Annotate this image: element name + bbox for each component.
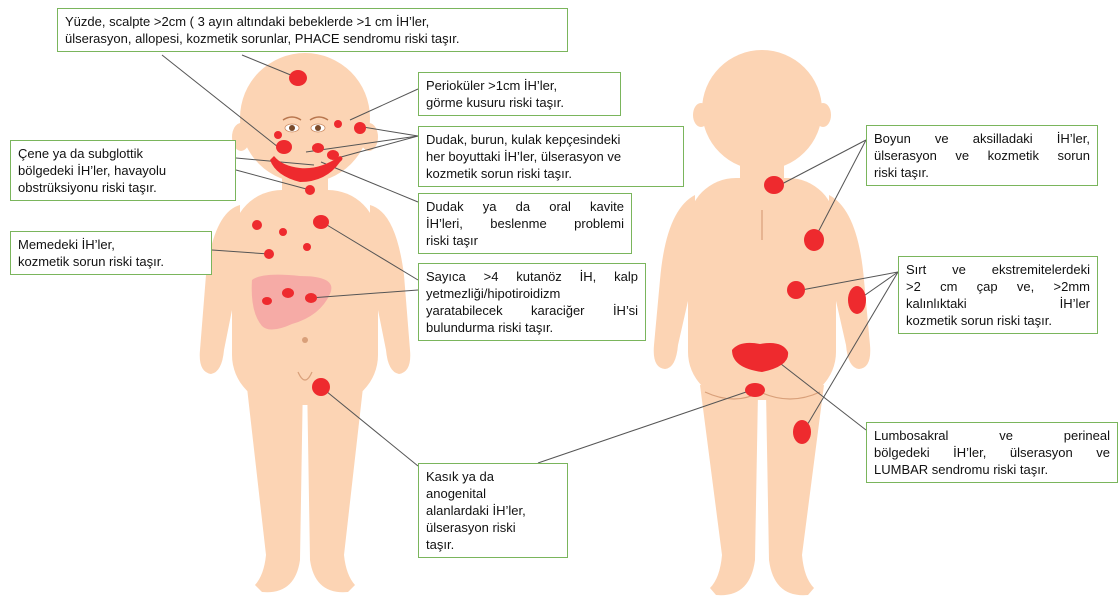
- callout-back-extremity: Sırt ve ekstremitelerdeki>2 cm çap ve, >…: [898, 256, 1098, 334]
- callout-line: Dudak, burun, kulak kepçesindeki: [426, 131, 676, 148]
- hemangioma-spot: [305, 293, 317, 303]
- callout-line: Sayıca >4 kutanöz İH, kalp: [426, 268, 638, 285]
- callout-line: Yüzde, scalpte >2cm ( 3 ayın altındaki b…: [65, 13, 560, 30]
- callout-line: İH’leri, beslenme problemi: [426, 215, 624, 232]
- callout-line: Dudak ya da oral kavite: [426, 198, 624, 215]
- callout-line: Çene ya da subglottik: [18, 145, 228, 162]
- callout-face-scalp: Yüzde, scalpte >2cm ( 3 ayın altındaki b…: [57, 8, 568, 52]
- hemangioma-spot: [279, 228, 287, 236]
- callout-line: riski taşır: [426, 232, 624, 249]
- back-child-figure: [654, 50, 871, 595]
- callout-line: yaratabilecek karaciğer İH’si: [426, 302, 638, 319]
- hemangioma-spot: [313, 215, 329, 229]
- callout-line: kozmetik sorun riski taşır.: [18, 253, 204, 270]
- callout-line: her boyuttaki İH’ler, ülserasyon ve: [426, 148, 676, 165]
- hemangioma-spot: [274, 131, 282, 139]
- hemangioma-spot: [764, 176, 784, 194]
- callout-line: alanlardaki İH’ler,: [426, 502, 560, 519]
- callout-line: kozmetik sorun riski taşır.: [426, 165, 676, 182]
- front-child-figure: [200, 53, 411, 592]
- callout-line: kalınlıktaki İH’ler: [906, 295, 1090, 312]
- hemangioma-spot: [262, 297, 272, 305]
- callout-line: bölgedeki İH’ler, havayolu: [18, 162, 228, 179]
- callout-line: bölgedeki İH’ler, ülserasyon ve: [874, 444, 1110, 461]
- callout-line: görme kusuru riski taşır.: [426, 94, 613, 111]
- hemangioma-spot: [276, 140, 292, 154]
- hemangioma-spot: [793, 420, 811, 444]
- hemangioma-spot: [354, 122, 366, 134]
- callout-line: yetmezliği/hipotiroidizm: [426, 285, 638, 302]
- callout-line: obstrüksiyonu riski taşır.: [18, 179, 228, 196]
- hemangioma-spot: [787, 281, 805, 299]
- callout-periocular: Perioküler >1cm İH’ler,görme kusuru risk…: [418, 72, 621, 116]
- callout-line: Perioküler >1cm İH’ler,: [426, 77, 613, 94]
- hemangioma-spot: [252, 220, 262, 230]
- hemangioma-spot: [312, 378, 330, 396]
- callout-line: riski taşır.: [874, 164, 1090, 181]
- callout-line: Sırt ve ekstremitelerdeki: [906, 261, 1090, 278]
- hemangioma-spot: [312, 143, 324, 153]
- callout-line: taşır.: [426, 536, 560, 553]
- callout-line: Boyun ve aksilladaki İH’ler,: [874, 130, 1090, 147]
- callout-breast: Memedeki İH’ler,kozmetik sorun riski taş…: [10, 231, 212, 275]
- hemangioma-spot: [334, 120, 342, 128]
- hemangioma-spot: [848, 286, 866, 314]
- neck-hemangioma: [305, 185, 315, 195]
- callout-line: Kasık ya da: [426, 468, 560, 485]
- hemangioma-spot: [282, 288, 294, 298]
- callout-line: Lumbosakral ve perineal: [874, 427, 1110, 444]
- callout-line: ülserasyon, allopesi, kozmetik sorunlar,…: [65, 30, 560, 47]
- callout-line: >2 cm çap ve, >2mm: [906, 278, 1090, 295]
- hemangioma-spot: [264, 249, 274, 259]
- callout-line: ülserasyon riski: [426, 519, 560, 536]
- hemangioma-spot: [745, 383, 765, 397]
- callout-line: kozmetik sorun riski taşır.: [906, 312, 1090, 329]
- hemangioma-spot: [303, 243, 311, 251]
- callout-line: Memedeki İH’ler,: [18, 236, 204, 253]
- hemangioma-spot: [289, 70, 307, 86]
- callout-line: LUMBAR sendromu riski taşır.: [874, 461, 1110, 478]
- hemangioma-spot: [804, 229, 824, 251]
- callout-line: ülserasyon ve kozmetik sorun: [874, 147, 1090, 164]
- callout-neck-axilla: Boyun ve aksilladaki İH’ler,ülserasyon v…: [866, 125, 1098, 186]
- callout-line: bulundurma riski taşır.: [426, 319, 638, 336]
- callout-line: anogenital: [426, 485, 560, 502]
